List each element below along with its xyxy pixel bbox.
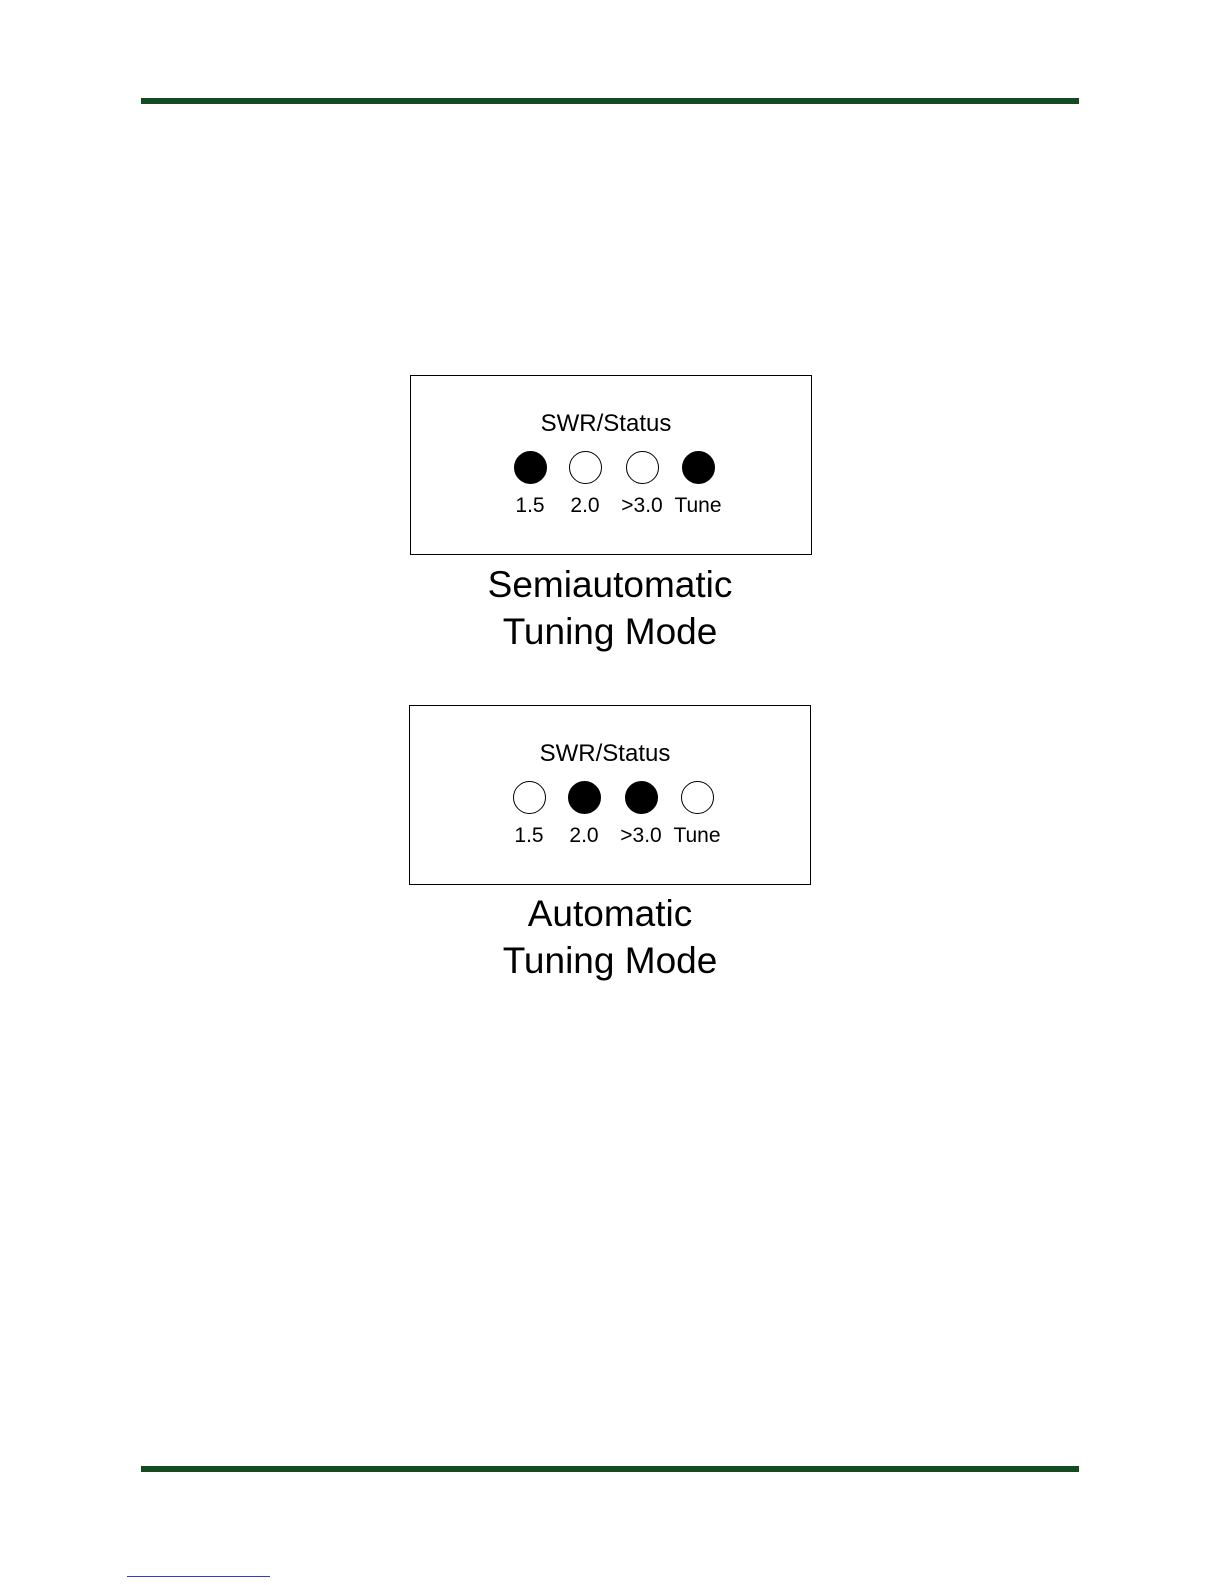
led-indicator-tune bbox=[682, 451, 715, 484]
led-indicator-2-0 bbox=[569, 451, 602, 484]
panel-title: SWR/Status bbox=[411, 410, 801, 438]
mode-caption-semiautomatic: Semiautomatic Tuning Mode bbox=[360, 561, 860, 655]
top-rule bbox=[141, 98, 1079, 104]
bottom-rule bbox=[141, 1466, 1079, 1472]
led-indicator-3-0 bbox=[626, 451, 659, 484]
led-indicator-1-5 bbox=[514, 451, 547, 484]
footer-link-underline bbox=[127, 1576, 270, 1577]
mode-caption-automatic: Automatic Tuning Mode bbox=[360, 890, 860, 984]
caption-line-2: Tuning Mode bbox=[360, 937, 860, 984]
led-indicator-3-0 bbox=[625, 781, 658, 814]
swr-status-panel-automatic: SWR/Status 1.5 2.0 >3.0 Tune bbox=[409, 705, 811, 885]
led-indicator-2-0 bbox=[568, 781, 601, 814]
caption-line-1: Automatic bbox=[360, 890, 860, 937]
led-label-tune: Tune bbox=[662, 824, 732, 848]
led-indicator-tune bbox=[681, 781, 714, 814]
caption-line-1: Semiautomatic bbox=[360, 561, 860, 608]
swr-status-panel-semiautomatic: SWR/Status 1.5 2.0 >3.0 Tune bbox=[410, 375, 812, 555]
panel-title: SWR/Status bbox=[410, 740, 800, 768]
led-label-tune: Tune bbox=[663, 494, 733, 518]
caption-line-2: Tuning Mode bbox=[360, 608, 860, 655]
led-indicator-1-5 bbox=[513, 781, 546, 814]
